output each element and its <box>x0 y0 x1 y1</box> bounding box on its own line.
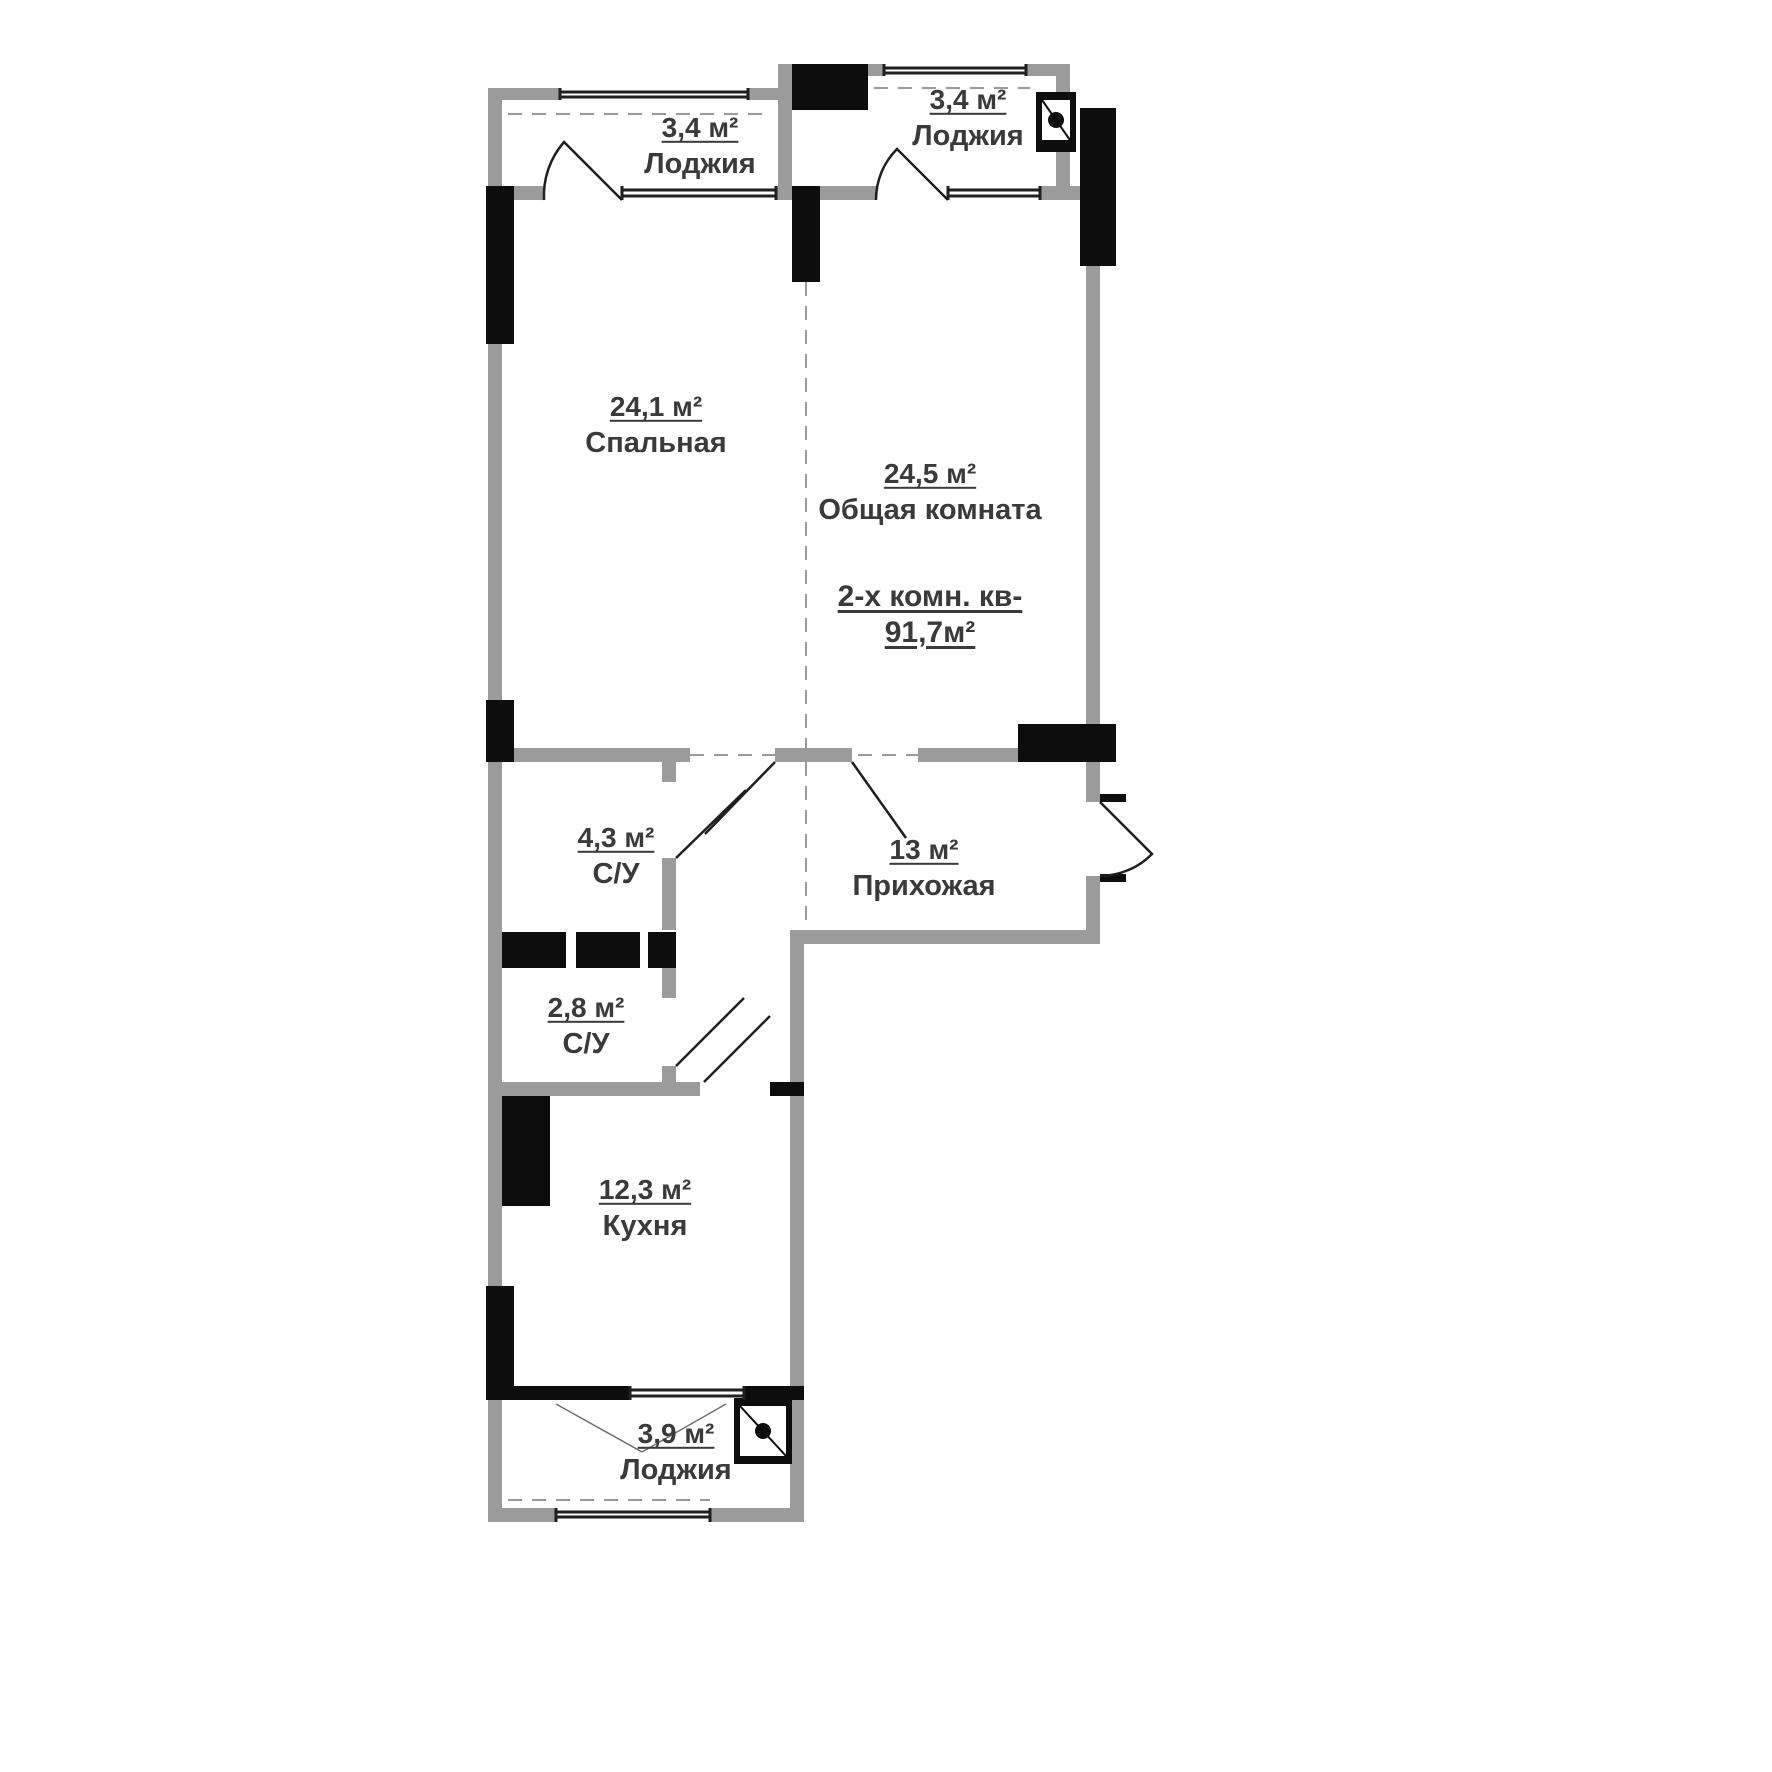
room-label-loggia-top-left: 3,4 м² Лоджия <box>644 111 755 181</box>
apartment-title: 2-х комн. кв- 91,7м² <box>838 579 1023 651</box>
room-label-bathroom-1: 4,3 м² С/У <box>578 821 655 891</box>
room-area: 13 м² <box>889 833 959 865</box>
doors <box>542 140 1154 1083</box>
vent-icon-bottom <box>734 1398 792 1464</box>
room-name: Лоджия <box>912 119 1024 152</box>
structural-columns <box>486 64 1126 1400</box>
room-area: 12,3 м² <box>598 1173 692 1205</box>
axis-lines <box>508 87 1030 1501</box>
room-name: Лоджия <box>644 147 756 180</box>
room-name: С/У <box>592 857 640 890</box>
room-label-loggia-bottom: 3,9 м² Лоджия <box>620 1417 731 1487</box>
casement-lines <box>555 1403 727 1453</box>
walls <box>488 64 1100 1522</box>
room-name: Кухня <box>602 1209 688 1242</box>
room-label-bedroom: 24,1 м² Спальная <box>585 390 726 460</box>
room-label-bathroom-2: 2,8 м² С/У <box>548 991 625 1061</box>
room-area: 4,3 м² <box>577 821 655 853</box>
room-name: Спальная <box>585 426 727 459</box>
room-area: 3,4 м² <box>661 111 739 143</box>
room-label-loggia-top-right: 3,4 м² Лоджия <box>912 83 1023 153</box>
apartment-total-area: 91,7м² <box>884 616 976 649</box>
room-name: Лоджия <box>620 1453 732 1486</box>
room-label-living-room: 24,5 м² Общая комната <box>818 457 1041 527</box>
room-area: 24,1 м² <box>609 390 703 422</box>
room-area: 24,5 м² <box>883 457 977 489</box>
vent-icon-top-right <box>1036 92 1076 152</box>
room-area: 3,4 м² <box>929 83 1007 115</box>
room-name: С/У <box>562 1027 610 1060</box>
room-label-hallway: 13 м² Прихожая <box>852 833 995 903</box>
room-label-kitchen: 12,3 м² Кухня <box>599 1173 691 1243</box>
shaft-gaps <box>566 932 648 968</box>
room-area: 2,8 м² <box>547 991 625 1023</box>
room-area: 3,9 м² <box>637 1417 715 1449</box>
room-name: Общая комната <box>818 493 1042 526</box>
room-name: Прихожая <box>852 869 996 902</box>
apartment-type: 2-х комн. кв- <box>837 580 1023 613</box>
windows <box>554 64 1042 1522</box>
